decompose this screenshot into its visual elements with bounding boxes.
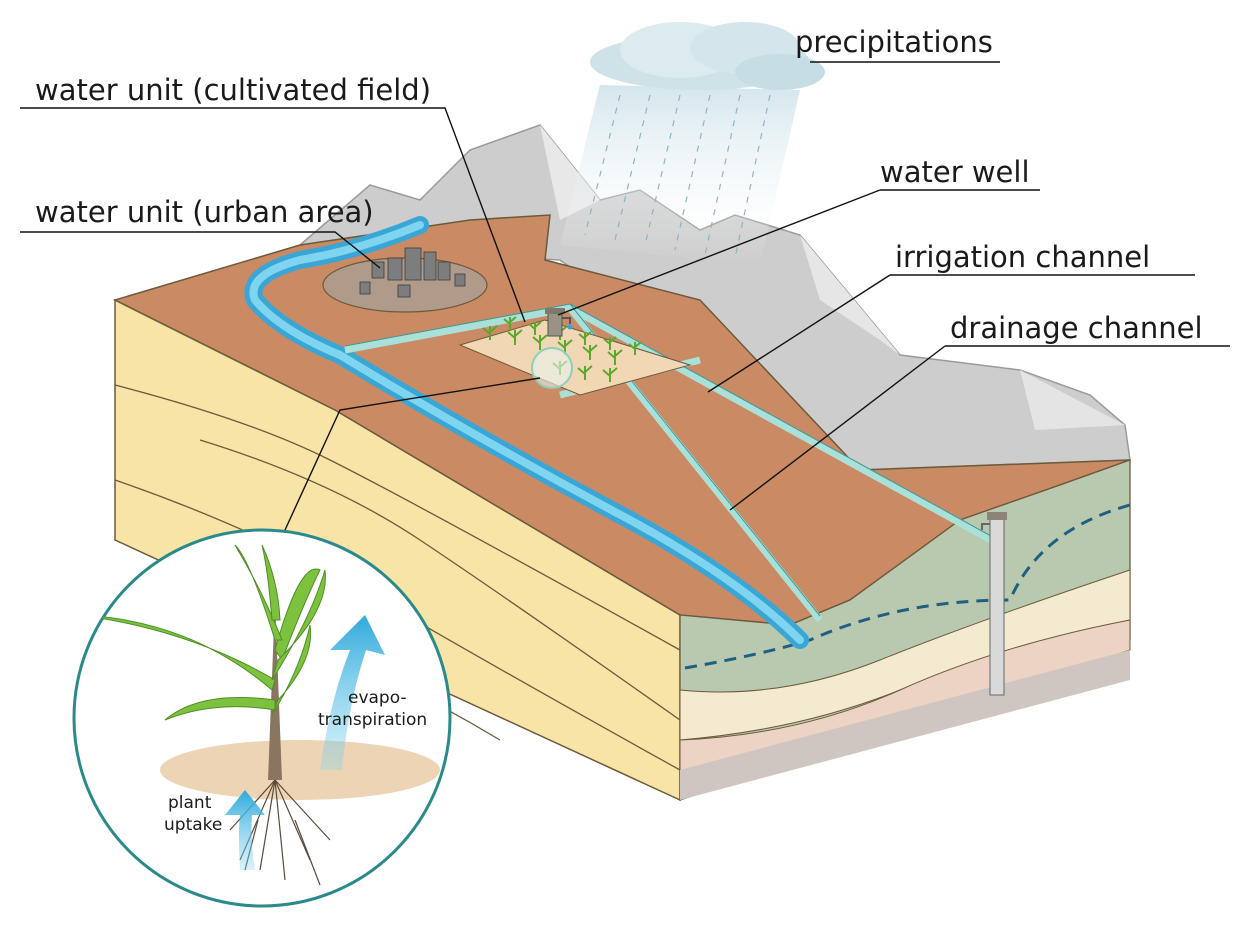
river	[244, 216, 809, 649]
evapotranspiration-arrow	[320, 615, 385, 770]
rain	[560, 85, 800, 265]
label-evapotranspiration-1: evapo-	[348, 688, 407, 708]
label-precipitations: precipitations	[795, 25, 993, 59]
well-pipe	[981, 512, 1007, 696]
label-irrigation-channel: irrigation channel	[895, 240, 1150, 274]
labels: precipitations water unit (cultivated fi…	[35, 25, 1203, 835]
mountain-range	[298, 124, 1131, 471]
plant-uptake-arrow	[225, 790, 265, 870]
label-plant-uptake-2: uptake	[164, 815, 222, 835]
label-water-well: water well	[880, 155, 1030, 189]
label-evapotranspiration-2: transpiration	[318, 710, 427, 730]
label-drainage-channel: drainage channel	[950, 311, 1203, 345]
label-plant-uptake-1: plant	[168, 793, 212, 813]
label-urban-area: water unit (urban area)	[35, 195, 374, 229]
soil-block	[112, 214, 1131, 802]
cloud	[590, 22, 825, 90]
water-table-line	[684, 503, 1131, 670]
corn-plant	[79, 544, 326, 721]
leader-lines	[20, 61, 1230, 531]
water-well	[545, 308, 573, 337]
urban-area	[322, 247, 488, 313]
label-cultivated-field: water unit (cultivated field)	[35, 73, 431, 107]
plant-inset	[72, 528, 452, 908]
